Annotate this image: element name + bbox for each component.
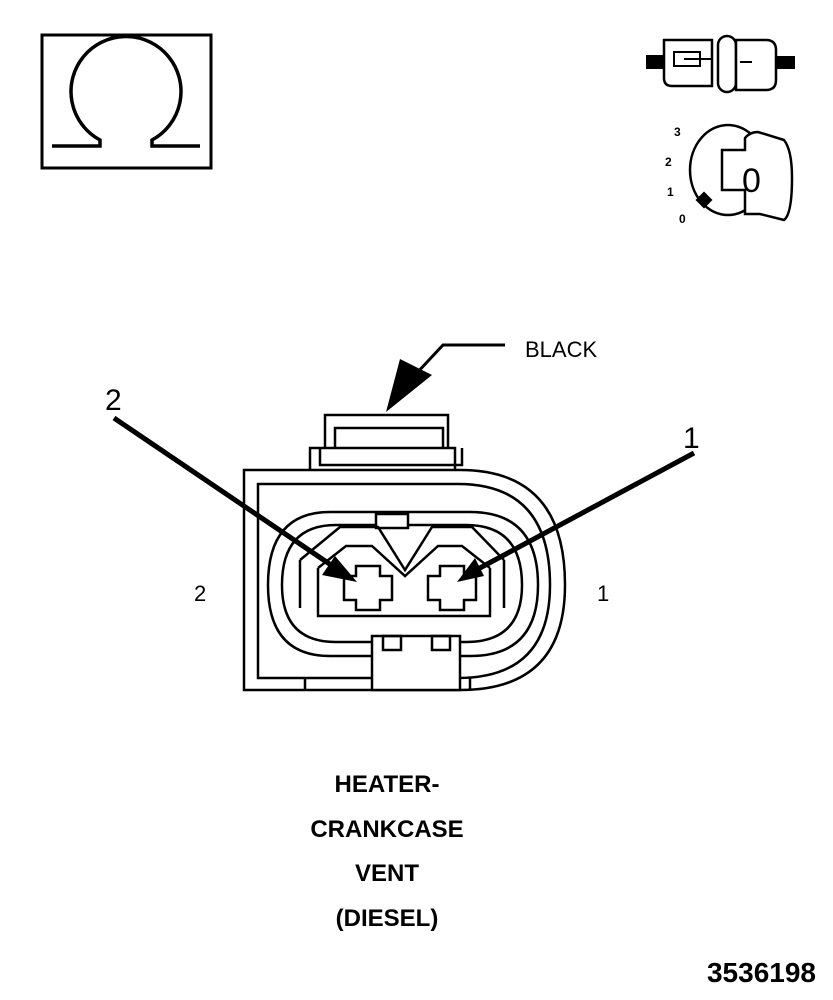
ignition-position-3: 3 [674,125,681,139]
figure-number: 3536198 [707,957,816,988]
pin-2-callout-arrow [112,415,357,582]
caption-line-3: VENT [355,860,419,887]
caption-line-2: CRANKCASE [310,816,463,843]
color-callout: BLACK [386,337,597,412]
ignition-position-0: 0 [679,212,686,226]
ignition-key-icon: 3 2 1 0 0 [665,123,794,226]
ignition-position-1: 1 [667,185,674,199]
connector-disconnected-icon [646,34,795,94]
cavity-2-label: 2 [194,581,206,606]
ignition-key-position-label: 0 [742,162,761,200]
pin-1-callout-label: 1 [683,422,700,455]
connector-body [242,413,567,692]
pin-1-callout-arrow [457,450,696,582]
connector-color-label: BLACK [525,337,597,362]
cavity-1-label: 1 [597,581,609,606]
caption-line-4: (DIESEL) [336,905,439,932]
component-caption: HEATER- CRANKCASE VENT (DIESEL) [310,771,463,932]
caption-line-1: HEATER- [335,771,440,798]
pin-2-callout-label: 2 [105,384,122,417]
omega-icon [40,33,213,170]
ignition-position-2: 2 [665,155,672,169]
